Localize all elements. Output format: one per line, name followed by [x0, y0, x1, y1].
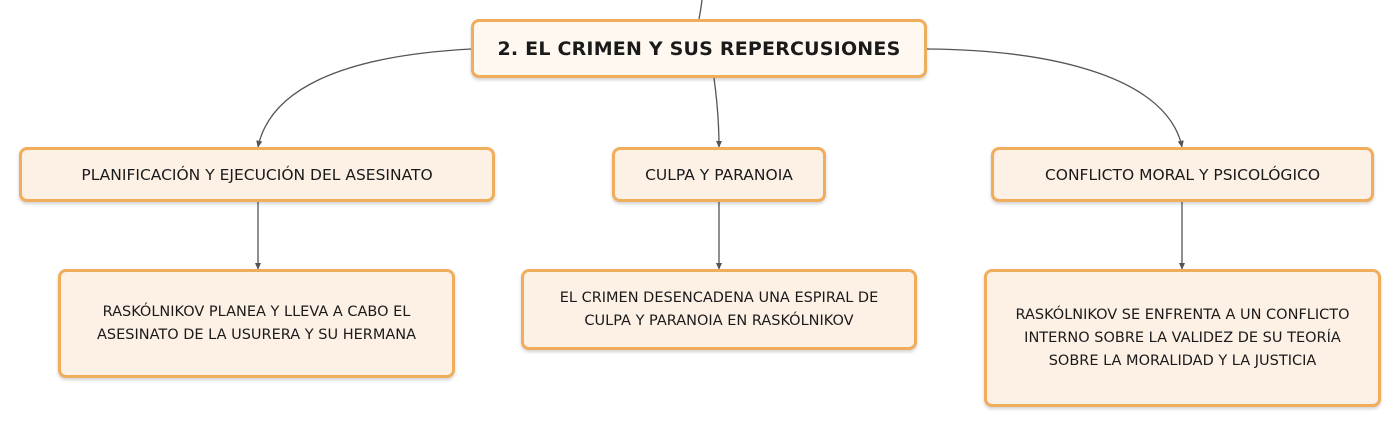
connector-root-to-topic-3 [926, 48, 1184, 148]
detail-node-conflicto[interactable]: RASKÓLNIKOV SE ENFRENTA A UN CONFLICTO I… [984, 269, 1381, 407]
connector-root-to-topic-1 [256, 48, 472, 148]
detail-node-planificacion[interactable]: RASKÓLNIKOV PLANEA Y LLEVA A CABO EL ASE… [58, 269, 455, 378]
connector-root-to-topic-2 [713, 77, 723, 148]
topic-node-conflicto[interactable]: CONFLICTO MORAL Y PSICOLÓGICO [991, 147, 1374, 202]
central-topic-node[interactable]: 2. EL CRIMEN Y SUS REPERCUSIONES [471, 19, 927, 78]
detail-label-culpa: EL CRIMEN DESENCADENA UNA ESPIRAL DE CUL… [559, 289, 879, 329]
detail-label-planificacion: RASKÓLNIKOV PLANEA Y LLEVA A CABO EL ASE… [96, 303, 417, 343]
detail-label-conflicto: RASKÓLNIKOV SE ENFRENTA A UN CONFLICTO I… [1015, 306, 1350, 369]
topic-label-planificacion: PLANIFICACIÓN Y EJECUCIÓN DEL ASESINATO [81, 165, 433, 184]
connector-parent-to-root [698, 0, 703, 20]
topic-node-planificacion[interactable]: PLANIFICACIÓN Y EJECUCIÓN DEL ASESINATO [19, 147, 495, 202]
topic-label-culpa: CULPA Y PARANOIA [645, 165, 793, 184]
detail-node-culpa[interactable]: EL CRIMEN DESENCADENA UNA ESPIRAL DE CUL… [521, 269, 917, 350]
topic-label-conflicto: CONFLICTO MORAL Y PSICOLÓGICO [1044, 165, 1321, 184]
topic-node-culpa[interactable]: CULPA Y PARANOIA [612, 147, 826, 202]
central-topic-label: 2. EL CRIMEN Y SUS REPERCUSIONES [497, 37, 901, 60]
